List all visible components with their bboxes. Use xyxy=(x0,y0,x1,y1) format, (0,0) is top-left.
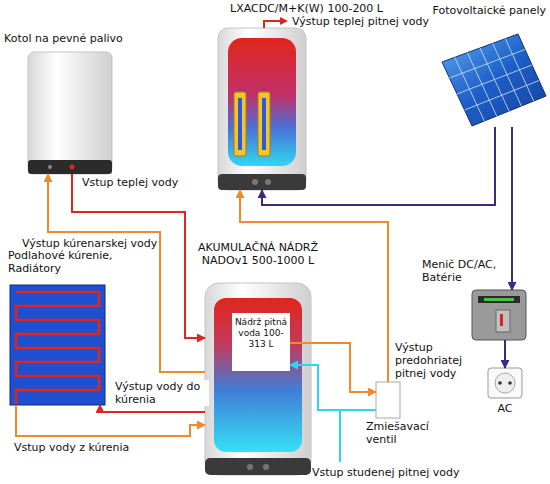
inverter: Menič DC/AC, Batérie xyxy=(470,290,526,340)
solar-panel-node: Fotovoltaické panely xyxy=(440,32,546,127)
accumulation-tank-body xyxy=(247,464,253,470)
hot-water-outlet xyxy=(280,17,288,25)
node-label: Podlahové kúrenie, Radiátory xyxy=(8,249,138,275)
radiator-node: Podlahové kúrenie, Radiátory xyxy=(10,285,105,405)
accumulation-tank-body xyxy=(205,283,311,475)
inverter-device xyxy=(484,298,514,301)
boiler-body xyxy=(28,52,112,174)
water-heater: LXACDC/M+K(W) 100-200 L xyxy=(218,28,306,190)
mixing-valve-body xyxy=(376,382,400,418)
pipe-connector xyxy=(511,127,513,290)
mixing-valve-body xyxy=(376,382,400,418)
inverter-device xyxy=(472,290,526,340)
boiler-body xyxy=(48,165,52,169)
node-label: Nádrž pitná voda 100-313 L xyxy=(234,317,288,350)
solar-cell-line xyxy=(457,65,532,94)
solar-cell-line xyxy=(450,50,526,79)
pipe-connector xyxy=(290,365,376,410)
power-socket xyxy=(495,373,515,393)
power-socket xyxy=(498,381,502,385)
node-label: Menič DC/AC, Batérie xyxy=(422,258,522,284)
node-label: AKUMULAČNÁ NÁDRŽ NADOv1 500-1000 L xyxy=(197,241,319,267)
cold-water-inlet xyxy=(340,410,341,462)
water-heater-body xyxy=(218,28,306,190)
solar-panel xyxy=(450,39,540,121)
accumulation-tank-body xyxy=(205,458,311,475)
radiator xyxy=(10,285,105,405)
connector-label: Výstup vody do kúrenia xyxy=(113,380,209,406)
inverter-device xyxy=(500,314,503,326)
node-label: Zmiešavací ventil xyxy=(366,420,446,446)
connector-label: Vstup vody z kúrenia xyxy=(12,441,131,454)
outlet-label: Výstup teplej pitnej vody xyxy=(292,15,429,28)
node-label: AC xyxy=(488,402,522,415)
water-heater-body xyxy=(252,179,258,185)
radiator xyxy=(16,292,99,404)
radiator xyxy=(10,285,105,405)
radiator-pipe xyxy=(16,292,99,404)
water-heater-body xyxy=(234,92,246,156)
water-heater-body xyxy=(258,92,270,156)
water-heater-body xyxy=(238,98,242,150)
mixing-valve: Zmiešavací ventil xyxy=(376,382,400,418)
connector-label: Výstup predohriatej pitnej vody xyxy=(393,341,473,380)
solar-panel xyxy=(442,34,546,126)
cold-water-inlet xyxy=(339,410,341,462)
pipe-connector xyxy=(100,405,205,412)
pipe-connector xyxy=(48,174,205,372)
power-socket-node: AC xyxy=(488,368,522,398)
boiler-body xyxy=(70,165,75,170)
hot-water-outlet xyxy=(264,17,288,28)
water-heater-body xyxy=(265,179,271,185)
connector-label: Výstup kúrenarskej vody xyxy=(20,237,159,250)
boiler: Kotol na pevné palivo xyxy=(28,52,112,174)
pipe-connector xyxy=(504,340,506,368)
hot-water-outlet xyxy=(264,21,282,28)
pipe-connector xyxy=(16,405,205,436)
inverter-device xyxy=(496,310,510,332)
power-socket xyxy=(488,368,522,398)
connector-label: Vstup teplej vody xyxy=(80,176,180,189)
solar-panel xyxy=(442,34,546,126)
pipe-connector xyxy=(290,343,376,392)
solar-cell-line xyxy=(465,81,540,111)
node-label: Kotol na pevné palivo xyxy=(4,32,123,45)
accumulation-tank-body xyxy=(214,298,302,452)
inverter-device xyxy=(478,296,520,303)
node-label: Fotovoltaické panely xyxy=(433,4,546,17)
water-heater-body xyxy=(218,174,306,190)
node-label: LXACDC/M+K(W) 100-200 L xyxy=(230,2,383,15)
water-heater-body xyxy=(228,38,296,166)
power-socket xyxy=(508,381,512,385)
boiler-body xyxy=(28,160,112,174)
accumulation-tank-body xyxy=(205,283,311,475)
water-heater-body xyxy=(218,28,306,190)
water-heater-body xyxy=(262,98,266,150)
inlet-label: Vstup studenej pitnej vody xyxy=(312,466,459,479)
accumulation-tank-body xyxy=(263,464,269,470)
pipe-connector xyxy=(262,127,495,205)
boiler-body xyxy=(28,52,112,174)
inverter-device xyxy=(472,290,526,340)
drinking-water-tank: Nádrž pitná voda 100-313 L xyxy=(232,313,290,371)
accumulation-tank: AKUMULAČNÁ NÁDRŽ NADOv1 500-1000 LNádrž … xyxy=(205,283,311,475)
power-socket xyxy=(488,368,522,398)
